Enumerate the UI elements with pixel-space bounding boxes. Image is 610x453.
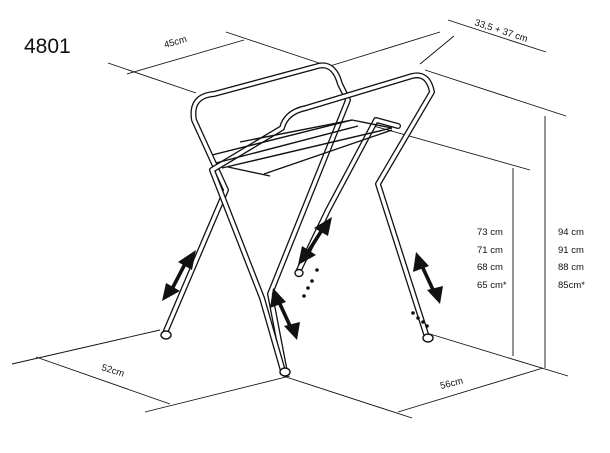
outer-height-list: 94 cm 91 cm 88 cm 85cm* bbox=[558, 227, 585, 291]
top-width-label: 45cm bbox=[163, 34, 188, 51]
outer-height-1: 94 cm bbox=[558, 227, 584, 238]
inner-height-list: 73 cm 71 cm 68 cm 65 cm* bbox=[477, 227, 507, 291]
inner-height-4: 65 cm* bbox=[477, 280, 507, 291]
foot-front-left bbox=[160, 330, 172, 340]
inner-height-1: 73 cm bbox=[477, 227, 503, 238]
foot-rear-right bbox=[422, 333, 434, 343]
height-arrow-rear-right bbox=[413, 252, 443, 304]
dimension-lines bbox=[11, 19, 569, 419]
outer-height-4: 85cm* bbox=[558, 280, 585, 291]
height-arrow-front-right bbox=[270, 288, 300, 340]
outer-height-3: 88 cm bbox=[558, 262, 584, 273]
inner-height-2: 71 cm bbox=[477, 245, 503, 256]
base-depth-label: 56cm bbox=[439, 376, 464, 392]
outer-height-2: 91 cm bbox=[558, 245, 584, 256]
height-arrow-front-left bbox=[162, 250, 196, 301]
foot-front-right bbox=[279, 367, 291, 377]
model-number: 4801 bbox=[24, 35, 71, 58]
foot-rear-left bbox=[294, 268, 304, 278]
height-arrow-rear-left bbox=[298, 217, 332, 265]
stand-frame bbox=[160, 62, 435, 377]
base-width-label: 52cm bbox=[100, 362, 126, 379]
inner-height-3: 68 cm bbox=[477, 262, 503, 273]
